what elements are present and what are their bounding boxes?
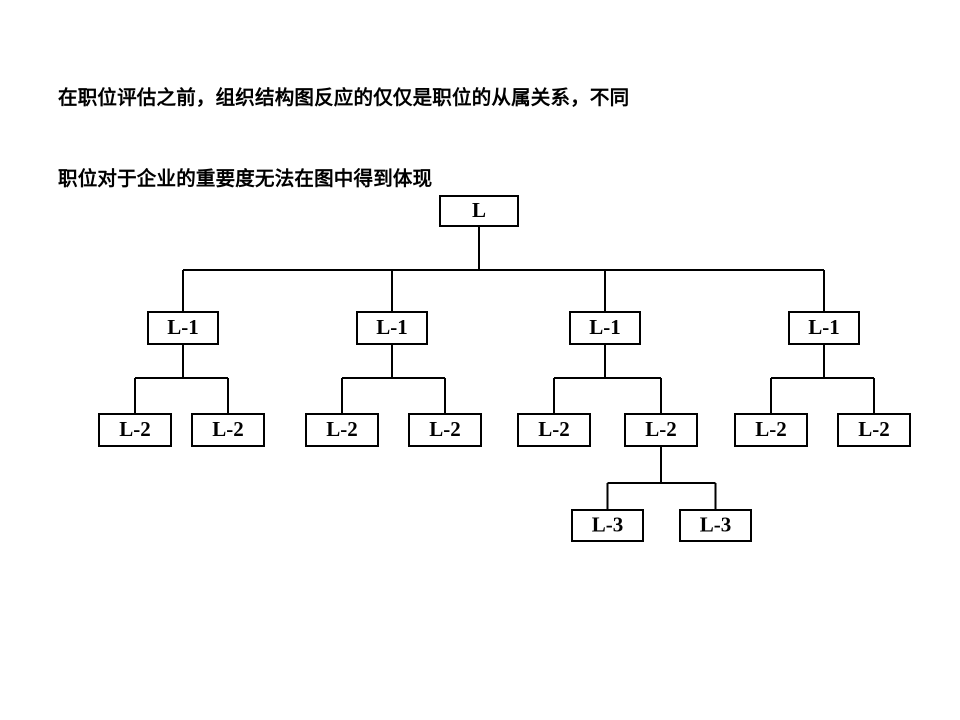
node-l2d1[interactable]: L-2 — [734, 413, 808, 447]
node-box-l3b[interactable] — [679, 509, 752, 542]
node-label-l2a2: L-2 — [212, 417, 244, 441]
node-label-l2a1: L-2 — [119, 417, 151, 441]
node-label-l2b2: L-2 — [429, 417, 461, 441]
node-label-l2d1: L-2 — [755, 417, 787, 441]
node-box-l2d2[interactable] — [837, 413, 911, 447]
node-box-l2c1[interactable] — [517, 413, 591, 447]
node-box-l2c2[interactable] — [624, 413, 698, 447]
node-box-l2a1[interactable] — [98, 413, 172, 447]
node-l1b[interactable]: L-1 — [356, 311, 428, 345]
node-l3b[interactable]: L-3 — [679, 509, 752, 542]
node-root[interactable]: L — [439, 195, 519, 227]
node-l2c1[interactable]: L-2 — [517, 413, 591, 447]
node-label-l2b1: L-2 — [326, 417, 358, 441]
node-box-l3a[interactable] — [571, 509, 644, 542]
node-l2b1[interactable]: L-2 — [305, 413, 379, 447]
node-l2a2[interactable]: L-2 — [191, 413, 265, 447]
node-box-l2b2[interactable] — [408, 413, 482, 447]
node-label-l2d2: L-2 — [858, 417, 890, 441]
node-label-l3b: L-3 — [700, 512, 732, 536]
node-label-root: L — [472, 198, 486, 222]
node-l3a[interactable]: L-3 — [571, 509, 644, 542]
node-box-l2d1[interactable] — [734, 413, 808, 447]
page-title: 在职位评估之前，组织结构图反应的仅仅是职位的从属关系，不同 职位对于企业的重要度… — [58, 30, 858, 246]
node-label-l2c1: L-2 — [538, 417, 570, 441]
node-l2c2[interactable]: L-2 — [624, 413, 698, 447]
node-box-l1c[interactable] — [569, 311, 641, 345]
node-box-l2b1[interactable] — [305, 413, 379, 447]
node-label-l1c: L-1 — [589, 315, 621, 339]
node-l1a[interactable]: L-1 — [147, 311, 219, 345]
node-l1c[interactable]: L-1 — [569, 311, 641, 345]
node-label-l1a: L-1 — [167, 315, 199, 339]
node-l1d[interactable]: L-1 — [788, 311, 860, 345]
node-box-l1b[interactable] — [356, 311, 428, 345]
node-l2a1[interactable]: L-2 — [98, 413, 172, 447]
page-title-line-1: 在职位评估之前，组织结构图反应的仅仅是职位的从属关系，不同 — [58, 86, 630, 109]
node-label-l1b: L-1 — [376, 315, 408, 339]
node-label-l1d: L-1 — [808, 315, 840, 339]
node-box-l1a[interactable] — [147, 311, 219, 345]
page-title-line-2: 职位对于企业的重要度无法在图中得到体现 — [58, 167, 433, 190]
connector-layer — [134, 226, 875, 510]
node-layer: L L-1 L-1 L-1 L-1L-2 L-2 L-2 L-2 L-2 L-2 L-2 L-2L-3… — [98, 195, 911, 542]
node-label-l3a: L-3 — [592, 512, 624, 536]
node-label-l2c2: L-2 — [645, 417, 677, 441]
node-box-l1d[interactable] — [788, 311, 860, 345]
node-box-root[interactable] — [439, 195, 519, 227]
node-box-l2a2[interactable] — [191, 413, 265, 447]
node-l2d2[interactable]: L-2 — [837, 413, 911, 447]
node-l2b2[interactable]: L-2 — [408, 413, 482, 447]
